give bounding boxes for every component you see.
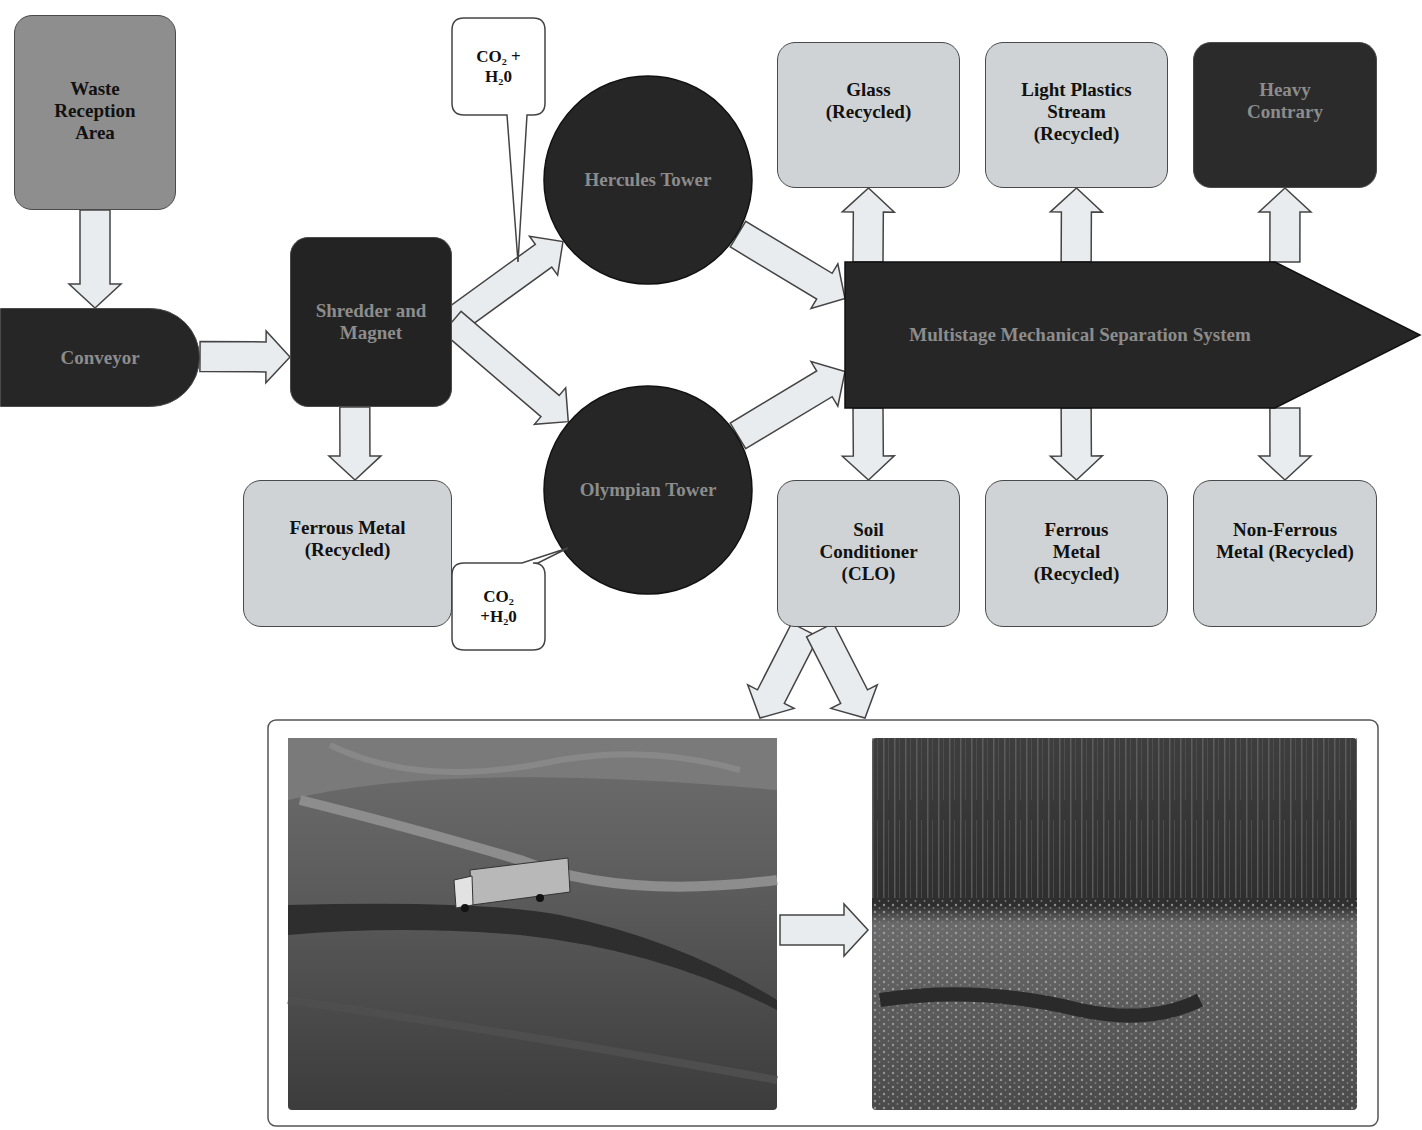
node-label: Ferrous Metal (Recycled) (263, 517, 433, 561)
block-arrow (1050, 188, 1102, 262)
text-block: Glass (Recycled) (809, 79, 929, 123)
block-arrow (730, 221, 845, 308)
circle-outline (544, 386, 752, 594)
landfill-photo (288, 738, 777, 1110)
gas-callout: CO₂ + H₂0 (452, 18, 545, 115)
block-arrow (329, 407, 381, 480)
node-label: Non-Ferrous Metal (Recycled) (1215, 519, 1355, 563)
output-box: Ferrous Metal (Recycled) (243, 480, 452, 627)
node-label: Light Plastics Stream (Recycled) (1007, 79, 1147, 145)
text-block: Non-Ferrous Metal (Recycled) (1215, 519, 1355, 563)
circle-outline (544, 76, 752, 284)
output-box: Glass (Recycled) (777, 42, 960, 188)
text-block: CO₂ + H₂0 (471, 47, 527, 86)
block-arrow (200, 331, 290, 383)
block-arrow (730, 362, 845, 449)
node-label: Hercules Tower (585, 169, 712, 191)
node-label: Conveyor (60, 347, 139, 369)
text-block: Ferrous Metal (Recycled) (263, 517, 433, 561)
restored-land-photo (872, 738, 1357, 1110)
text-block: Shredder and Magnet (311, 300, 431, 344)
truck-figure (454, 858, 570, 912)
output-box: Ferrous Metal (Recycled) (985, 480, 1168, 627)
gas-callout: CO₂ +H₂0 (452, 563, 545, 650)
node-label: CO₂ + H₂0 (471, 47, 527, 86)
block-arrow (69, 210, 121, 308)
text-block: Multistage Mechanical Separation System (909, 324, 1250, 346)
arrow-outline (845, 262, 1420, 408)
reject-box: Heavy Contrary (1193, 42, 1377, 188)
output-box: Light Plastics Stream (Recycled) (985, 42, 1168, 188)
separation-arrow: Multistage Mechanical Separation System (845, 262, 1420, 408)
block-arrow (748, 623, 878, 956)
node-label: CO₂ +H₂0 (473, 587, 525, 626)
node-label: Waste Reception Area (35, 78, 155, 144)
tower-circle: Olympian Tower (543, 385, 753, 595)
node-label: Olympian Tower (580, 479, 717, 501)
text-block: Heavy Contrary (1235, 79, 1335, 123)
text-block: Olympian Tower (580, 479, 717, 501)
node-label: Glass (Recycled) (809, 79, 929, 123)
text-block: CO₂ +H₂0 (473, 587, 525, 626)
photo-frame (268, 720, 1378, 1126)
text-block: Conveyor (60, 347, 139, 369)
text-block: Ferrous Metal (Recycled) (1022, 519, 1132, 585)
output-box: Soil Conditioner (CLO) (777, 480, 960, 627)
block-arrow (842, 188, 894, 262)
conveyor-band: Conveyor (0, 308, 200, 407)
text-block: Light Plastics Stream (Recycled) (1007, 79, 1147, 145)
block-arrow (842, 408, 894, 480)
text-block: Hercules Tower (585, 169, 712, 191)
node-label: Heavy Contrary (1235, 79, 1335, 123)
process-box: Shredder and Magnet (290, 237, 452, 407)
bubble-outline (452, 18, 545, 262)
block-arrow (1259, 408, 1311, 480)
node-label: Shredder and Magnet (311, 300, 431, 344)
node-label: Multistage Mechanical Separation System (909, 324, 1250, 346)
text-block: Soil Conditioner (CLO) (810, 519, 928, 585)
tower-circle: Hercules Tower (543, 75, 753, 285)
block-arrow (1050, 408, 1102, 480)
output-box: Non-Ferrous Metal (Recycled) (1193, 480, 1377, 627)
reception-box: Waste Reception Area (14, 15, 176, 210)
block-arrow (1259, 188, 1311, 262)
bubble-outline (452, 548, 568, 650)
block-arrow (443, 311, 568, 424)
node-label: Ferrous Metal (Recycled) (1022, 519, 1132, 585)
text-block: Waste Reception Area (35, 78, 155, 144)
node-label: Soil Conditioner (CLO) (810, 519, 928, 585)
